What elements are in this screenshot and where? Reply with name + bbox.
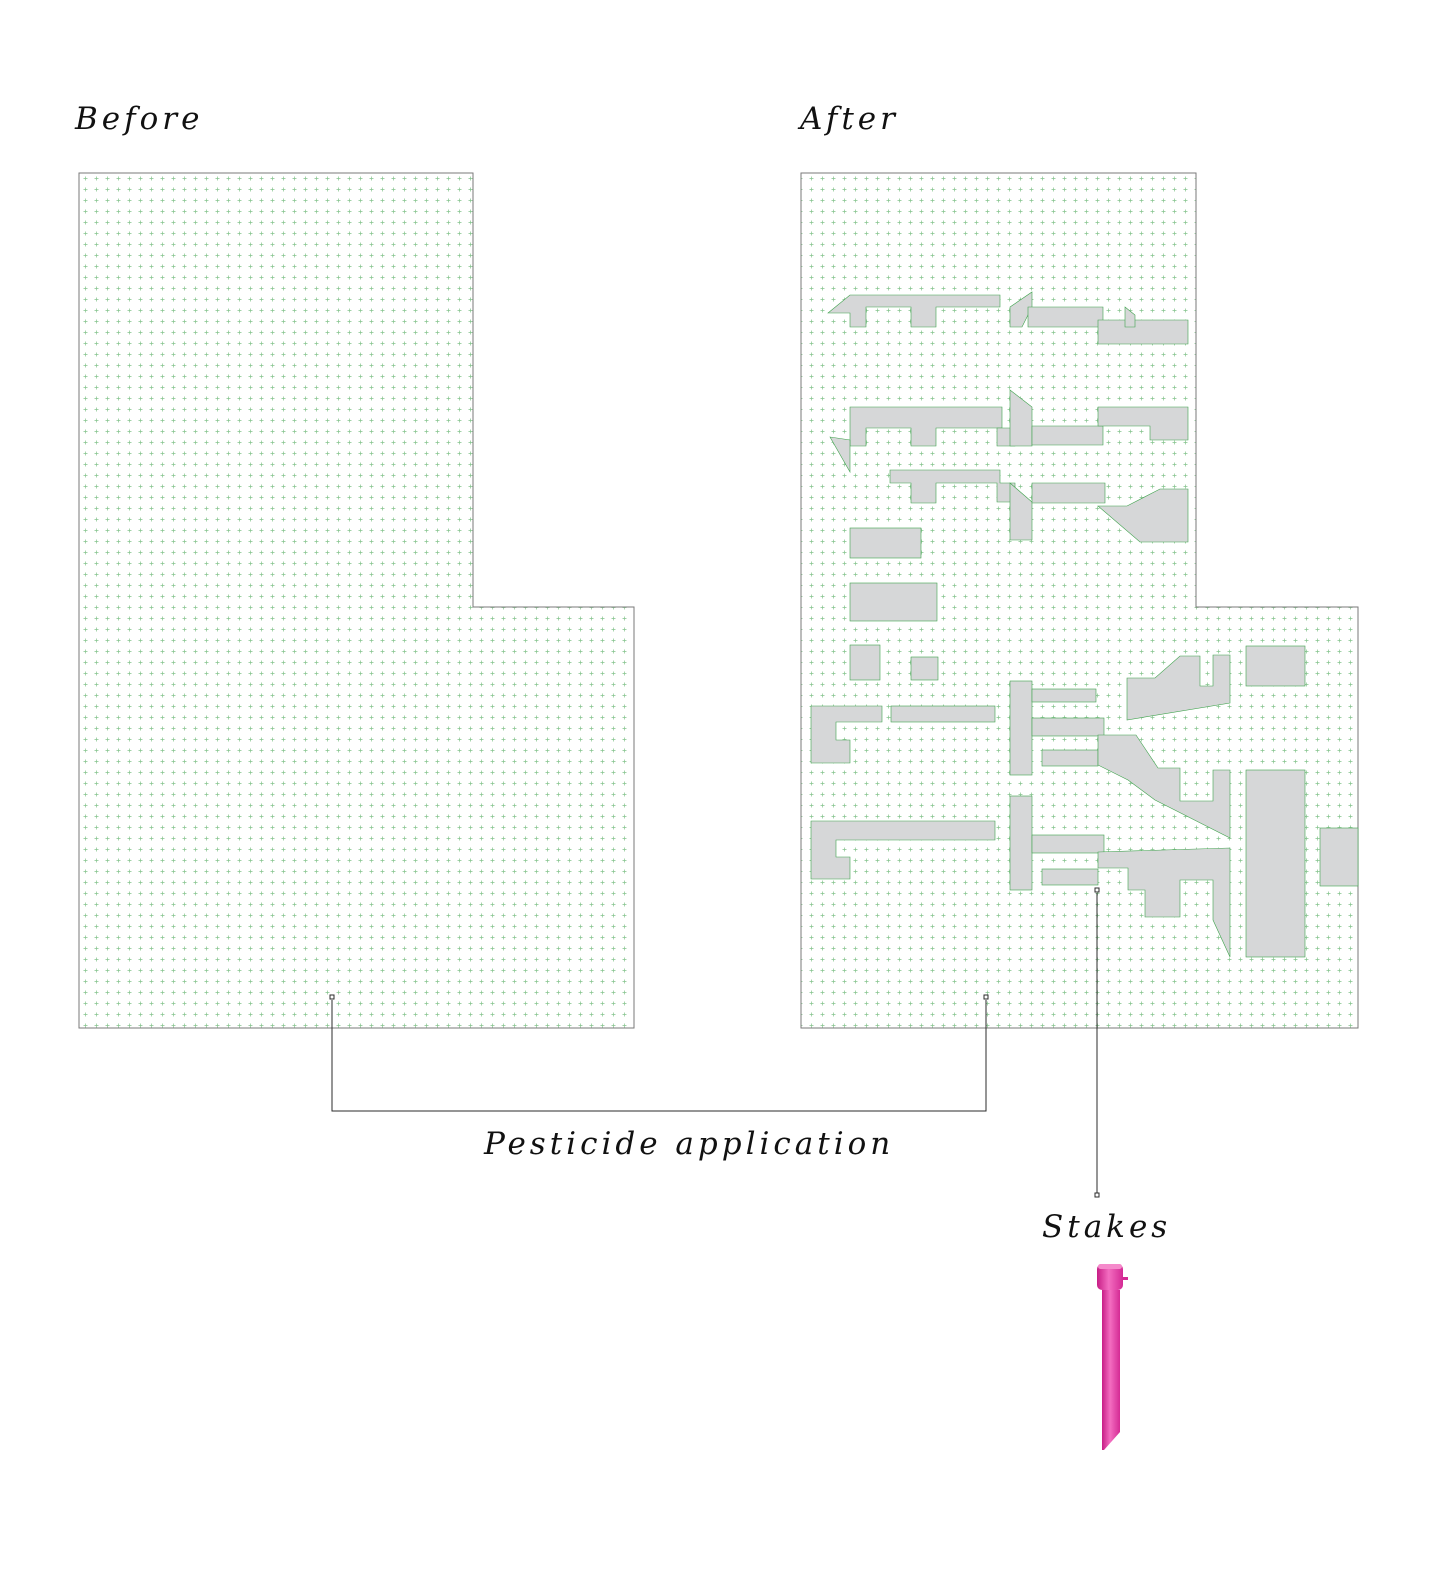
pesticide-leader — [329, 994, 989, 1112]
pink-garden-stake-icon — [1097, 1264, 1128, 1450]
after-title: After — [800, 101, 899, 137]
treated-area — [849, 644, 881, 681]
treated-area — [1031, 482, 1106, 504]
square-anchor-icon — [983, 994, 989, 1000]
pesticide-application-label: Pesticide application — [484, 1126, 895, 1162]
treated-area — [1124, 306, 1136, 328]
treated-area — [1097, 488, 1189, 543]
treated-area — [1009, 680, 1033, 776]
treated-area — [1009, 795, 1033, 891]
treated-area — [1097, 734, 1231, 839]
treated-area — [849, 582, 938, 622]
treated-area — [1126, 654, 1231, 721]
before-plot — [78, 172, 635, 1029]
treated-area — [810, 820, 996, 880]
treated-area — [849, 406, 1003, 447]
treated-area — [1245, 645, 1306, 687]
treated-area — [1031, 688, 1097, 703]
treated-area — [1031, 425, 1104, 446]
treated-area — [1031, 834, 1105, 854]
treated-area — [1041, 749, 1099, 767]
before-title: Before — [75, 101, 204, 137]
treated-area — [910, 656, 939, 681]
treated-area — [1041, 868, 1099, 886]
treated-area — [889, 469, 1016, 504]
treated-area — [1009, 291, 1033, 328]
treated-area — [827, 294, 1001, 328]
treated-areas — [810, 291, 1359, 958]
treated-area — [849, 527, 922, 559]
treated-area — [1031, 717, 1105, 737]
treated-area — [1009, 482, 1033, 541]
treated-area — [1009, 389, 1033, 447]
after-plot — [800, 172, 1359, 1029]
treated-area — [1245, 769, 1306, 958]
treated-area — [829, 436, 851, 474]
treated-area — [1097, 406, 1189, 441]
square-anchor-icon — [1094, 1192, 1100, 1198]
treated-area — [1097, 847, 1231, 958]
stakes-leader — [1094, 887, 1100, 1198]
treated-area — [1097, 319, 1189, 345]
treated-area — [810, 705, 883, 764]
square-anchor-icon — [1094, 887, 1100, 893]
treated-area — [890, 705, 996, 723]
treated-area — [1027, 306, 1104, 328]
treated-area — [1319, 827, 1359, 887]
stakes-label: Stakes — [1042, 1209, 1172, 1245]
square-anchor-icon — [329, 994, 335, 1000]
before-field-outline — [78, 172, 635, 1029]
